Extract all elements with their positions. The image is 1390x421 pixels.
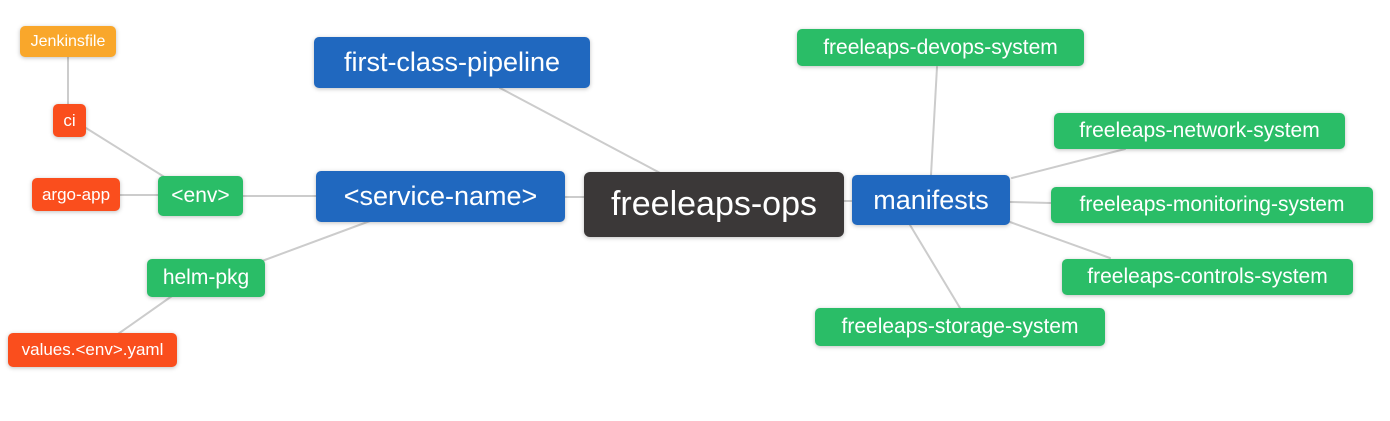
node-freeleaps-storage-system[interactable]: freeleaps-storage-system <box>815 308 1105 346</box>
node-env[interactable]: <env> <box>158 176 243 216</box>
edge-manifests-network <box>1011 148 1126 179</box>
edge-helm-pkg-service-name <box>261 220 371 262</box>
node-manifests[interactable]: manifests <box>852 175 1010 225</box>
edge-manifests-devops <box>930 66 938 176</box>
node-first-class-pipeline[interactable]: first-class-pipeline <box>314 37 590 88</box>
node-argo-app[interactable]: argo-app <box>32 178 120 211</box>
edge-pipeline-root <box>499 87 663 175</box>
node-service-name[interactable]: <service-name> <box>316 171 565 222</box>
edge-manifests-storage <box>909 224 961 309</box>
node-freeleaps-devops-system[interactable]: freeleaps-devops-system <box>797 29 1084 66</box>
node-values-env-yaml[interactable]: values.<env>.yaml <box>8 333 177 367</box>
edge-values-helm-pkg <box>117 295 173 335</box>
node-jenkinsfile[interactable]: Jenkinsfile <box>20 26 116 57</box>
node-freeleaps-monitoring-system[interactable]: freeleaps-monitoring-system <box>1051 187 1373 223</box>
node-ci[interactable]: ci <box>53 104 86 137</box>
node-freeleaps-controls-system[interactable]: freeleaps-controls-system <box>1062 259 1353 295</box>
node-freeleaps-ops[interactable]: freeleaps-ops <box>584 172 844 237</box>
node-freeleaps-network-system[interactable]: freeleaps-network-system <box>1054 113 1345 149</box>
edge-ci-env <box>85 127 167 179</box>
edge-manifests-controls <box>1009 221 1111 259</box>
edge-manifests-monitoring <box>1009 201 1052 204</box>
node-helm-pkg[interactable]: helm-pkg <box>147 259 265 297</box>
